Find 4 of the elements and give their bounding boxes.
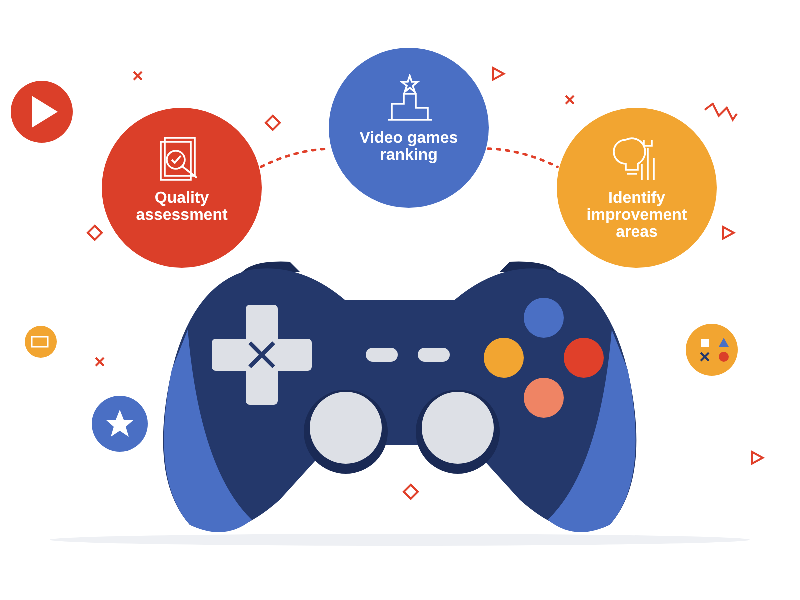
- topic-label: Identify improvement areas: [586, 190, 688, 241]
- topic-label: Quality assessment: [135, 190, 229, 224]
- topic-label: Video games ranking: [358, 130, 460, 164]
- dotted-connector: [487, 148, 559, 168]
